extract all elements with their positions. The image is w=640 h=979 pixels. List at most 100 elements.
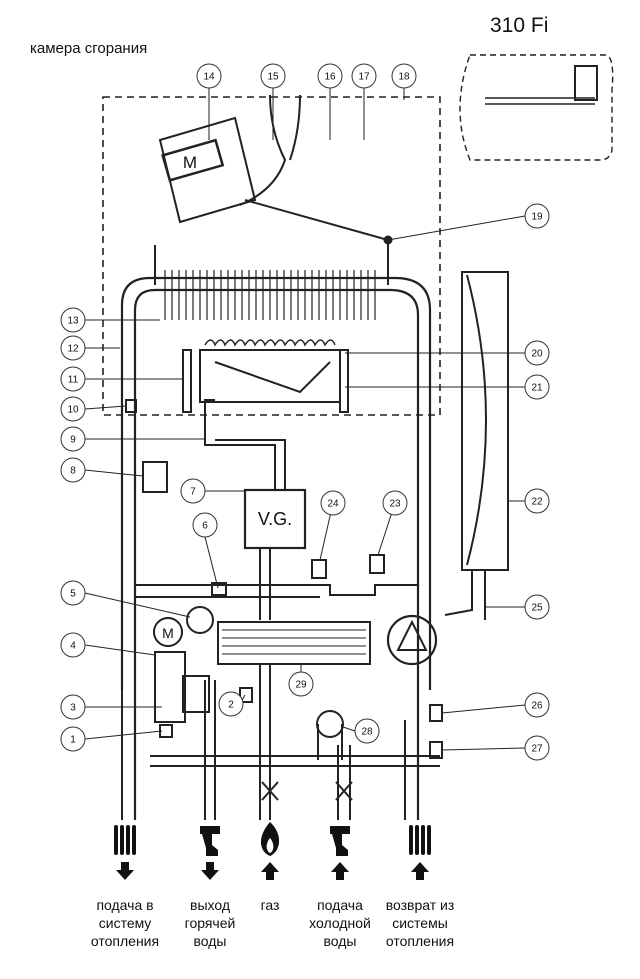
radiator-icon — [409, 825, 431, 855]
svg-text:7: 7 — [190, 487, 196, 498]
callout-8: 8 — [60, 457, 86, 483]
svg-text:28: 28 — [361, 727, 373, 738]
svg-text:15: 15 — [267, 72, 279, 83]
svg-text:5: 5 — [70, 589, 76, 600]
connection-caption: возврат из системы отопления — [370, 896, 470, 950]
diverter-valve — [154, 651, 186, 723]
svg-text:19: 19 — [531, 212, 543, 223]
ionization-electrode — [339, 349, 349, 413]
callout-27: 27 — [524, 735, 550, 761]
combustion-chamber-boundary — [102, 96, 441, 416]
arrow-up-icon — [331, 862, 349, 880]
model-title: 310 Fi — [490, 14, 549, 37]
svg-text:8: 8 — [70, 466, 76, 477]
burner-ramp — [214, 361, 331, 394]
svg-text:12: 12 — [67, 344, 79, 355]
flame-icon — [260, 822, 280, 856]
svg-text:11: 11 — [68, 375, 79, 386]
expansion-pipe — [444, 570, 486, 620]
svg-text:29: 29 — [295, 680, 307, 691]
arrow-up-icon — [411, 862, 429, 880]
caption-line: возврат из — [385, 897, 455, 913]
cold-water-cock — [335, 781, 353, 801]
connection-caption: газ — [220, 896, 320, 914]
caption-line: системy — [98, 915, 152, 931]
svg-text:2: 2 — [228, 700, 234, 711]
callout-24: 24 — [320, 490, 346, 516]
callout-11: 11 — [60, 366, 86, 392]
svg-text:4: 4 — [70, 641, 76, 652]
svg-text:14: 14 — [203, 72, 215, 83]
sensor-24 — [311, 559, 327, 579]
svg-text:17: 17 — [358, 72, 370, 83]
gas-valve-label: V.G. — [258, 509, 292, 529]
svg-text:9: 9 — [70, 435, 76, 446]
flow-sensor — [316, 710, 344, 738]
connection-caption: подача в системy отопления — [75, 896, 175, 950]
inset-pressostat — [574, 65, 598, 101]
gas-cock — [261, 781, 279, 801]
svg-text:13: 13 — [67, 316, 79, 327]
svg-text:27: 27 — [531, 744, 543, 755]
callout-23: 23 — [382, 490, 408, 516]
callout-4: 4 — [60, 632, 86, 658]
caption-line: подача в — [96, 897, 154, 913]
primary-circuit — [133, 288, 420, 820]
plate-heat-exchanger — [217, 621, 371, 665]
svg-text:20: 20 — [531, 349, 543, 360]
caption-line: системы — [392, 915, 448, 931]
junction-dot — [383, 235, 393, 245]
connection-icons — [114, 822, 431, 880]
callout-leaders — [84, 88, 526, 751]
arrow-down-icon — [116, 862, 134, 880]
callout-21: 21 — [524, 374, 550, 400]
svg-text:16: 16 — [324, 72, 336, 83]
diverter-motor — [153, 617, 183, 647]
svg-text:23: 23 — [389, 499, 401, 510]
svg-text:1: 1 — [70, 735, 76, 746]
callout-14: 14 — [196, 63, 222, 89]
caption-line: газ — [260, 897, 280, 913]
burner — [199, 349, 341, 403]
pump — [386, 614, 438, 666]
fan-hood — [158, 116, 257, 224]
callout-17: 17 — [351, 63, 377, 89]
svg-text:22: 22 — [531, 497, 543, 508]
caption-line: отопления — [90, 933, 160, 949]
outlet-pipes — [121, 680, 440, 820]
burner-flames — [204, 339, 336, 347]
sensor-2 — [239, 687, 253, 703]
caption-line: отопления — [385, 933, 455, 949]
caption-line: холодной — [309, 915, 371, 931]
callout-18: 18 — [391, 63, 417, 89]
ignition-electrode — [182, 349, 192, 413]
expansion-vessel — [461, 271, 509, 571]
callout-29: 29 — [288, 671, 314, 697]
caption-line: воды — [193, 933, 227, 949]
svg-text:21: 21 — [531, 383, 543, 394]
tap-icon — [200, 826, 220, 856]
valve-6 — [211, 582, 227, 596]
svg-text:25: 25 — [531, 603, 543, 614]
callout-10: 10 — [60, 396, 86, 422]
bypass-pipe — [135, 584, 418, 598]
hood-slope — [244, 199, 389, 241]
callout-12: 12 — [60, 335, 86, 361]
callout-26: 26 — [524, 692, 550, 718]
svg-text:10: 10 — [67, 405, 79, 416]
primary-circuit-inner — [120, 276, 432, 690]
callout-7: 7 — [180, 478, 206, 504]
arrow-up-icon — [261, 862, 279, 880]
gas-valve — [243, 488, 307, 550]
callout-1: 1 — [60, 726, 86, 752]
caption-line: горячей — [184, 915, 236, 931]
callout-6: 6 — [192, 512, 218, 538]
radiator-icon — [114, 825, 136, 855]
callout-25: 25 — [524, 594, 550, 620]
svg-text:24: 24 — [327, 499, 339, 510]
flue-duct — [239, 94, 301, 206]
inset-detail-outline — [459, 54, 614, 161]
callout-22: 22 — [524, 488, 550, 514]
